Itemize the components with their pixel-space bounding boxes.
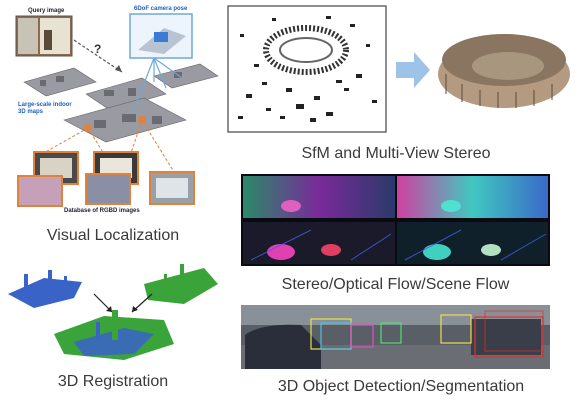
query-image-label: Query image: [28, 8, 65, 14]
visual-localization-caption: Visual Localization: [46, 227, 180, 244]
visual-localization-figure: Query image 6DoF camera pose ? Large-sca…: [4, 2, 222, 220]
camera-pose-label: 6DoF camera pose: [134, 6, 188, 12]
sfm-mvs-figure: [226, 4, 580, 136]
flow-graphic: [241, 174, 550, 266]
detection-figure: [241, 305, 550, 369]
visual-localization-graphic: [15, 13, 219, 207]
sfm-mvs-caption: SfM and Multi-View Stereo: [301, 145, 491, 162]
indoor-maps-label: Large-scale indoor 3D maps: [18, 102, 72, 115]
detection-graphic: [241, 305, 550, 369]
question-mark: ?: [94, 42, 102, 56]
registration-caption: 3D Registration: [57, 373, 169, 390]
detection-caption: 3D Object Detection/Segmentation: [277, 378, 525, 395]
flow-figure: [241, 174, 550, 266]
registration-figure: [4, 264, 222, 366]
sfm-mvs-graphic: [227, 5, 570, 133]
database-label: Database of RGBD images: [64, 208, 140, 214]
flow-caption: Stereo/Optical Flow/Scene Flow: [281, 276, 510, 293]
registration-graphic: [8, 264, 218, 360]
